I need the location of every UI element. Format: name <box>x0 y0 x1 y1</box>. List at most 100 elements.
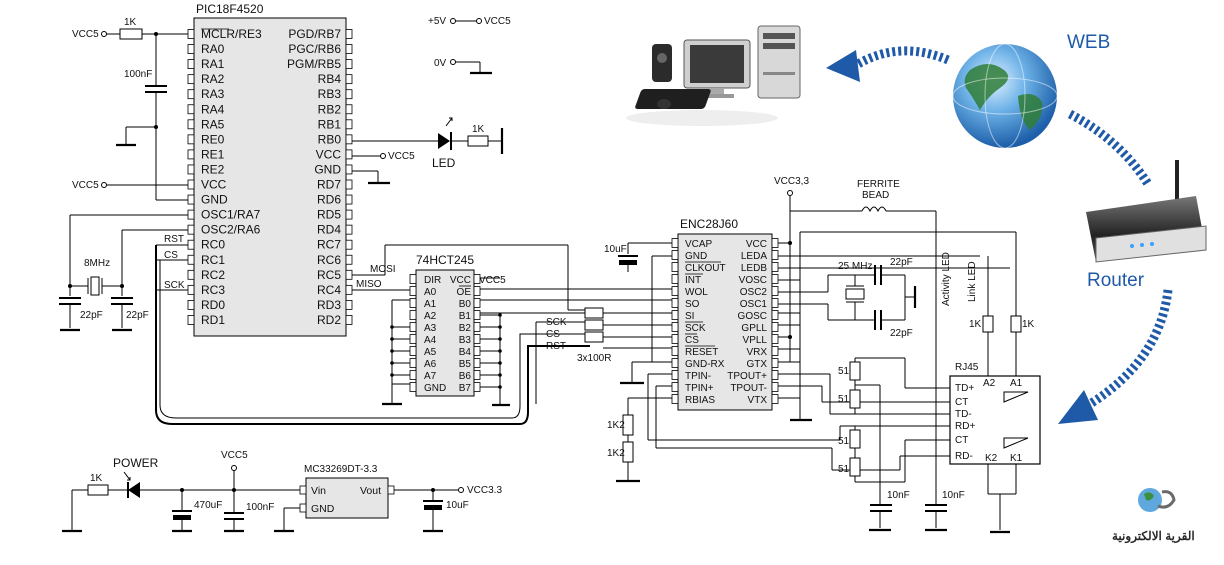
crystal-8mhz-label: 8MHz <box>84 258 110 269</box>
eth-left-pin-box <box>671 334 679 344</box>
mcu-left-pin-box <box>187 74 195 85</box>
mcu-right-pin-label: RD5 <box>317 208 341 222</box>
mcu-left-pin-label: RE1 <box>201 147 225 161</box>
mcu-left-pin-label: RA5 <box>201 117 225 131</box>
regulator-body <box>305 477 389 519</box>
mcu-right-pin-box <box>345 284 353 295</box>
bead-label: BEAD <box>862 190 889 201</box>
eth-left-pin-label: INT <box>685 275 701 286</box>
r-1k-mclr-label: 1K <box>124 17 137 28</box>
zero-v-label: 0V <box>434 58 447 69</box>
mcu-left-pin-label: MCLR/RE3 <box>201 27 262 41</box>
resistor-1k-mclr <box>119 28 143 40</box>
vcc33-label: VCC3,3 <box>774 176 809 187</box>
eth-left-pin-box <box>671 250 679 260</box>
sck-net-label: SCK <box>164 280 185 291</box>
eth-right-pin-box <box>771 298 779 308</box>
mcu-left-pin-label: RE2 <box>201 162 225 176</box>
eth-right-pin-label: GTX <box>746 359 767 370</box>
mcu-right-pin-label: RD3 <box>317 298 341 312</box>
c-10uf-psu-label: 10uF <box>446 500 469 511</box>
buffer-left-pin-box <box>409 298 417 308</box>
buffer-left-pin-label: GND <box>424 383 446 394</box>
buffer-left-pin-label: A4 <box>424 335 437 346</box>
mcu-right-pin-box <box>345 44 353 54</box>
buffer-left-pin-box <box>409 286 417 296</box>
eth-right-pin-label: TPOUT- <box>730 383 767 394</box>
eth-left-pin-label: SI <box>685 311 694 322</box>
reg-gnd: GND <box>311 503 335 515</box>
buffer-left-pin-box <box>409 334 417 344</box>
mcu-right-pin-box <box>345 149 353 160</box>
reg-vin: Vin <box>311 485 326 497</box>
mcu-right-pin-box <box>345 315 353 325</box>
mcu-right-pin-label: RB0 <box>318 132 342 146</box>
mcu-left-pin-box <box>187 284 195 295</box>
regulator-title: MC33269DT-3.3 <box>304 464 378 475</box>
buffer-right-pin-box <box>473 274 481 284</box>
mcu-right-pin-box <box>345 29 353 39</box>
mosi-label: MOSI <box>370 264 396 275</box>
mcu-left-pin-label: RC1 <box>201 253 225 267</box>
mcu-left-pin-box <box>187 29 195 39</box>
mcu-left-pin-box <box>187 134 195 145</box>
mcu-right-pin-box <box>345 119 353 130</box>
eth-right-pins: VCCLEDALEDBVOSCOSC2OSC1GOSCGPLLVPLLVRXGT… <box>727 238 779 406</box>
mcu-left-pin-label: RA1 <box>201 57 225 71</box>
c-10nf-b-label: 10nF <box>942 490 965 501</box>
mcu-right-pin-label: RC4 <box>317 283 341 297</box>
r-1k-power-label: 1K <box>90 473 103 484</box>
mcu-right-pin-box <box>345 209 353 220</box>
buffer-left-pin-label: A7 <box>424 371 437 382</box>
buffer-left-pin-label: A5 <box>424 347 437 358</box>
site-logo: القرية الالكترونية <box>1112 488 1195 544</box>
r-51-a-label: 51 <box>838 366 850 377</box>
rj45-k1: K1 <box>1010 453 1023 464</box>
r-51-d-label: 51 <box>838 464 850 475</box>
eth-right-pin-label: VTX <box>748 395 768 406</box>
mcu-left-pin-box <box>187 44 195 54</box>
rj45-pin-label: RD+ <box>955 421 975 432</box>
mcu-left-pin-box <box>187 104 195 115</box>
eth-right-pin-box <box>771 262 779 272</box>
mcu-title: PIC18F4520 <box>196 2 264 16</box>
web-label: WEB <box>1067 32 1110 53</box>
mcu-left-pin-label: VCC <box>201 178 227 192</box>
c-100nf-mclr-label: 100nF <box>124 69 152 80</box>
resistor-1k-activity <box>982 315 994 333</box>
res-array-b <box>584 319 604 331</box>
mcu-left-pin-box <box>187 269 195 280</box>
eth-left-pin-box <box>671 322 679 332</box>
eth-right-pin-box <box>771 358 779 368</box>
eth-right-pin-box <box>771 394 779 404</box>
mcu-right-pin-box <box>345 239 353 250</box>
mcu-right-pin-label: RB4 <box>318 72 342 86</box>
mcu-left-pin-box <box>187 224 195 235</box>
c-100nf-psu-label: 100nF <box>246 502 274 513</box>
buffer-right-pin-label: B0 <box>459 299 472 310</box>
mcu-right-pin-box <box>345 59 353 69</box>
resistor-51-c <box>849 429 861 449</box>
buffer-left-pin-label: A3 <box>424 323 437 334</box>
power-supply: 1K POWER VCC5 470uF 100nF MC33269DT-3.3 … <box>62 450 502 533</box>
eth-left-pin-label: RBIAS <box>685 395 715 406</box>
rj45-a2: A2 <box>983 378 996 389</box>
buffer-right-pin-label: B3 <box>459 335 472 346</box>
r-51-b-label: 51 <box>838 394 850 405</box>
buffer-left-pin-label: DIR <box>424 275 441 286</box>
led-label: LED <box>432 156 456 170</box>
c-10uf-vcap-label: 10uF <box>604 244 627 255</box>
c-22pf-d-label: 22pF <box>890 328 913 339</box>
mcu-pic18f4520: PIC18F4520 MCLR/RE3RA0RA1RA2RA3RA4RA5RE0… <box>187 2 353 337</box>
eth-left-pin-label: VCAP <box>685 239 713 250</box>
arrow-to-rj45-icon <box>1058 390 1098 424</box>
eth-right-pin-label: LEDB <box>741 263 767 274</box>
buffer-right-pin-box <box>473 346 481 356</box>
rj45-title: RJ45 <box>955 362 979 373</box>
eth-right-pin-label: VCC <box>746 239 767 250</box>
cs-net-label: CS <box>164 250 178 261</box>
rj45-pin-label: TD+ <box>955 383 974 394</box>
buffer-right-pin-box <box>473 370 481 380</box>
mcu-left-pin-label: OSC1/RA7 <box>201 208 261 222</box>
